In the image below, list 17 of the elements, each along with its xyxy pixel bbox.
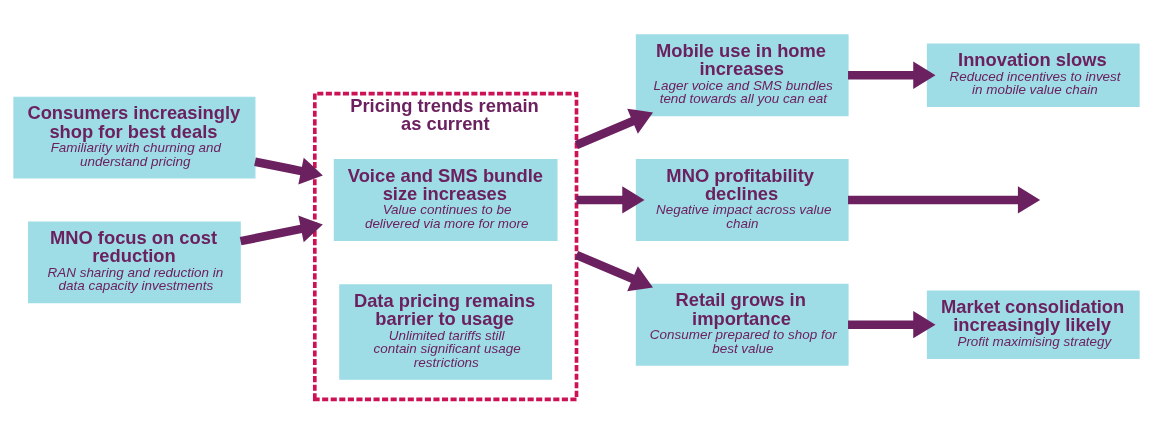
- arrow: [576, 186, 645, 214]
- arrow: [239, 215, 323, 246]
- arrow: [574, 108, 653, 149]
- node-box: MNO profitability declines Negative impact across value chain: [635, 159, 849, 241]
- node-box: Consumers increasingly shop for best deals Familiarity with churning and understand pricing: [13, 96, 256, 179]
- node-box: MNO focus on cost reduction RAN sharing and reduction in data capacity investments: [28, 221, 241, 304]
- arrow: [848, 311, 936, 339]
- node-box: Mobile use in home increases Lager voice and SMS bundles tend towards all you can eat: [635, 34, 849, 117]
- node-box: Retail grows in importance Consumer prepared to shop for best value: [635, 283, 849, 366]
- node-box: Market consolidation increasingly likely Profit maximising strategy: [926, 290, 1140, 359]
- arrow: [848, 61, 936, 89]
- node-box: Innovation slows Reduced incentives to invest in mobile value chain: [926, 43, 1140, 108]
- arrow: [574, 251, 653, 292]
- node-box: Voice and SMS bundle size increases Value continues to be delivered via more for more: [333, 159, 558, 241]
- arrow: [848, 186, 1041, 214]
- arrow: [254, 157, 323, 185]
- node-box: Data pricing remains barrier to usage Unlimited tariffs still contain significant usage restrictions: [339, 284, 553, 380]
